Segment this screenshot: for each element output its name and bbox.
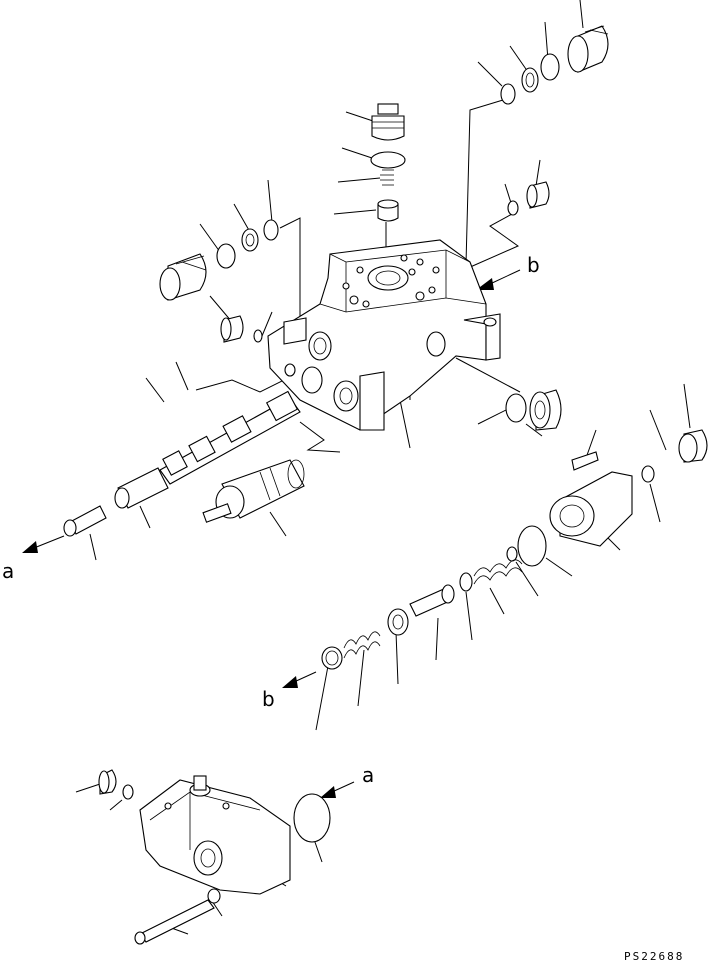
reference-arrows <box>22 269 521 798</box>
label-a-left: a <box>2 559 14 583</box>
main-valve-body <box>267 239 501 431</box>
control-spool <box>63 390 301 537</box>
top-right-plug-assembly <box>500 25 609 105</box>
spring-poppet-stack <box>321 559 523 670</box>
right-solenoid-assembly <box>506 429 708 567</box>
small-plug-right <box>507 181 550 216</box>
small-plug-left <box>220 315 263 343</box>
piston-assembly <box>202 459 305 523</box>
top-center-plug-assembly <box>370 103 406 222</box>
left-plug-assembly <box>159 219 279 301</box>
drawing-code: PS22688 <box>624 950 684 963</box>
label-b-top: b <box>527 253 540 277</box>
label-b-middle: b <box>262 687 275 711</box>
port-plug-right <box>505 389 562 431</box>
label-a-bottom: a <box>362 763 374 787</box>
bottom-valve-body <box>98 769 331 945</box>
